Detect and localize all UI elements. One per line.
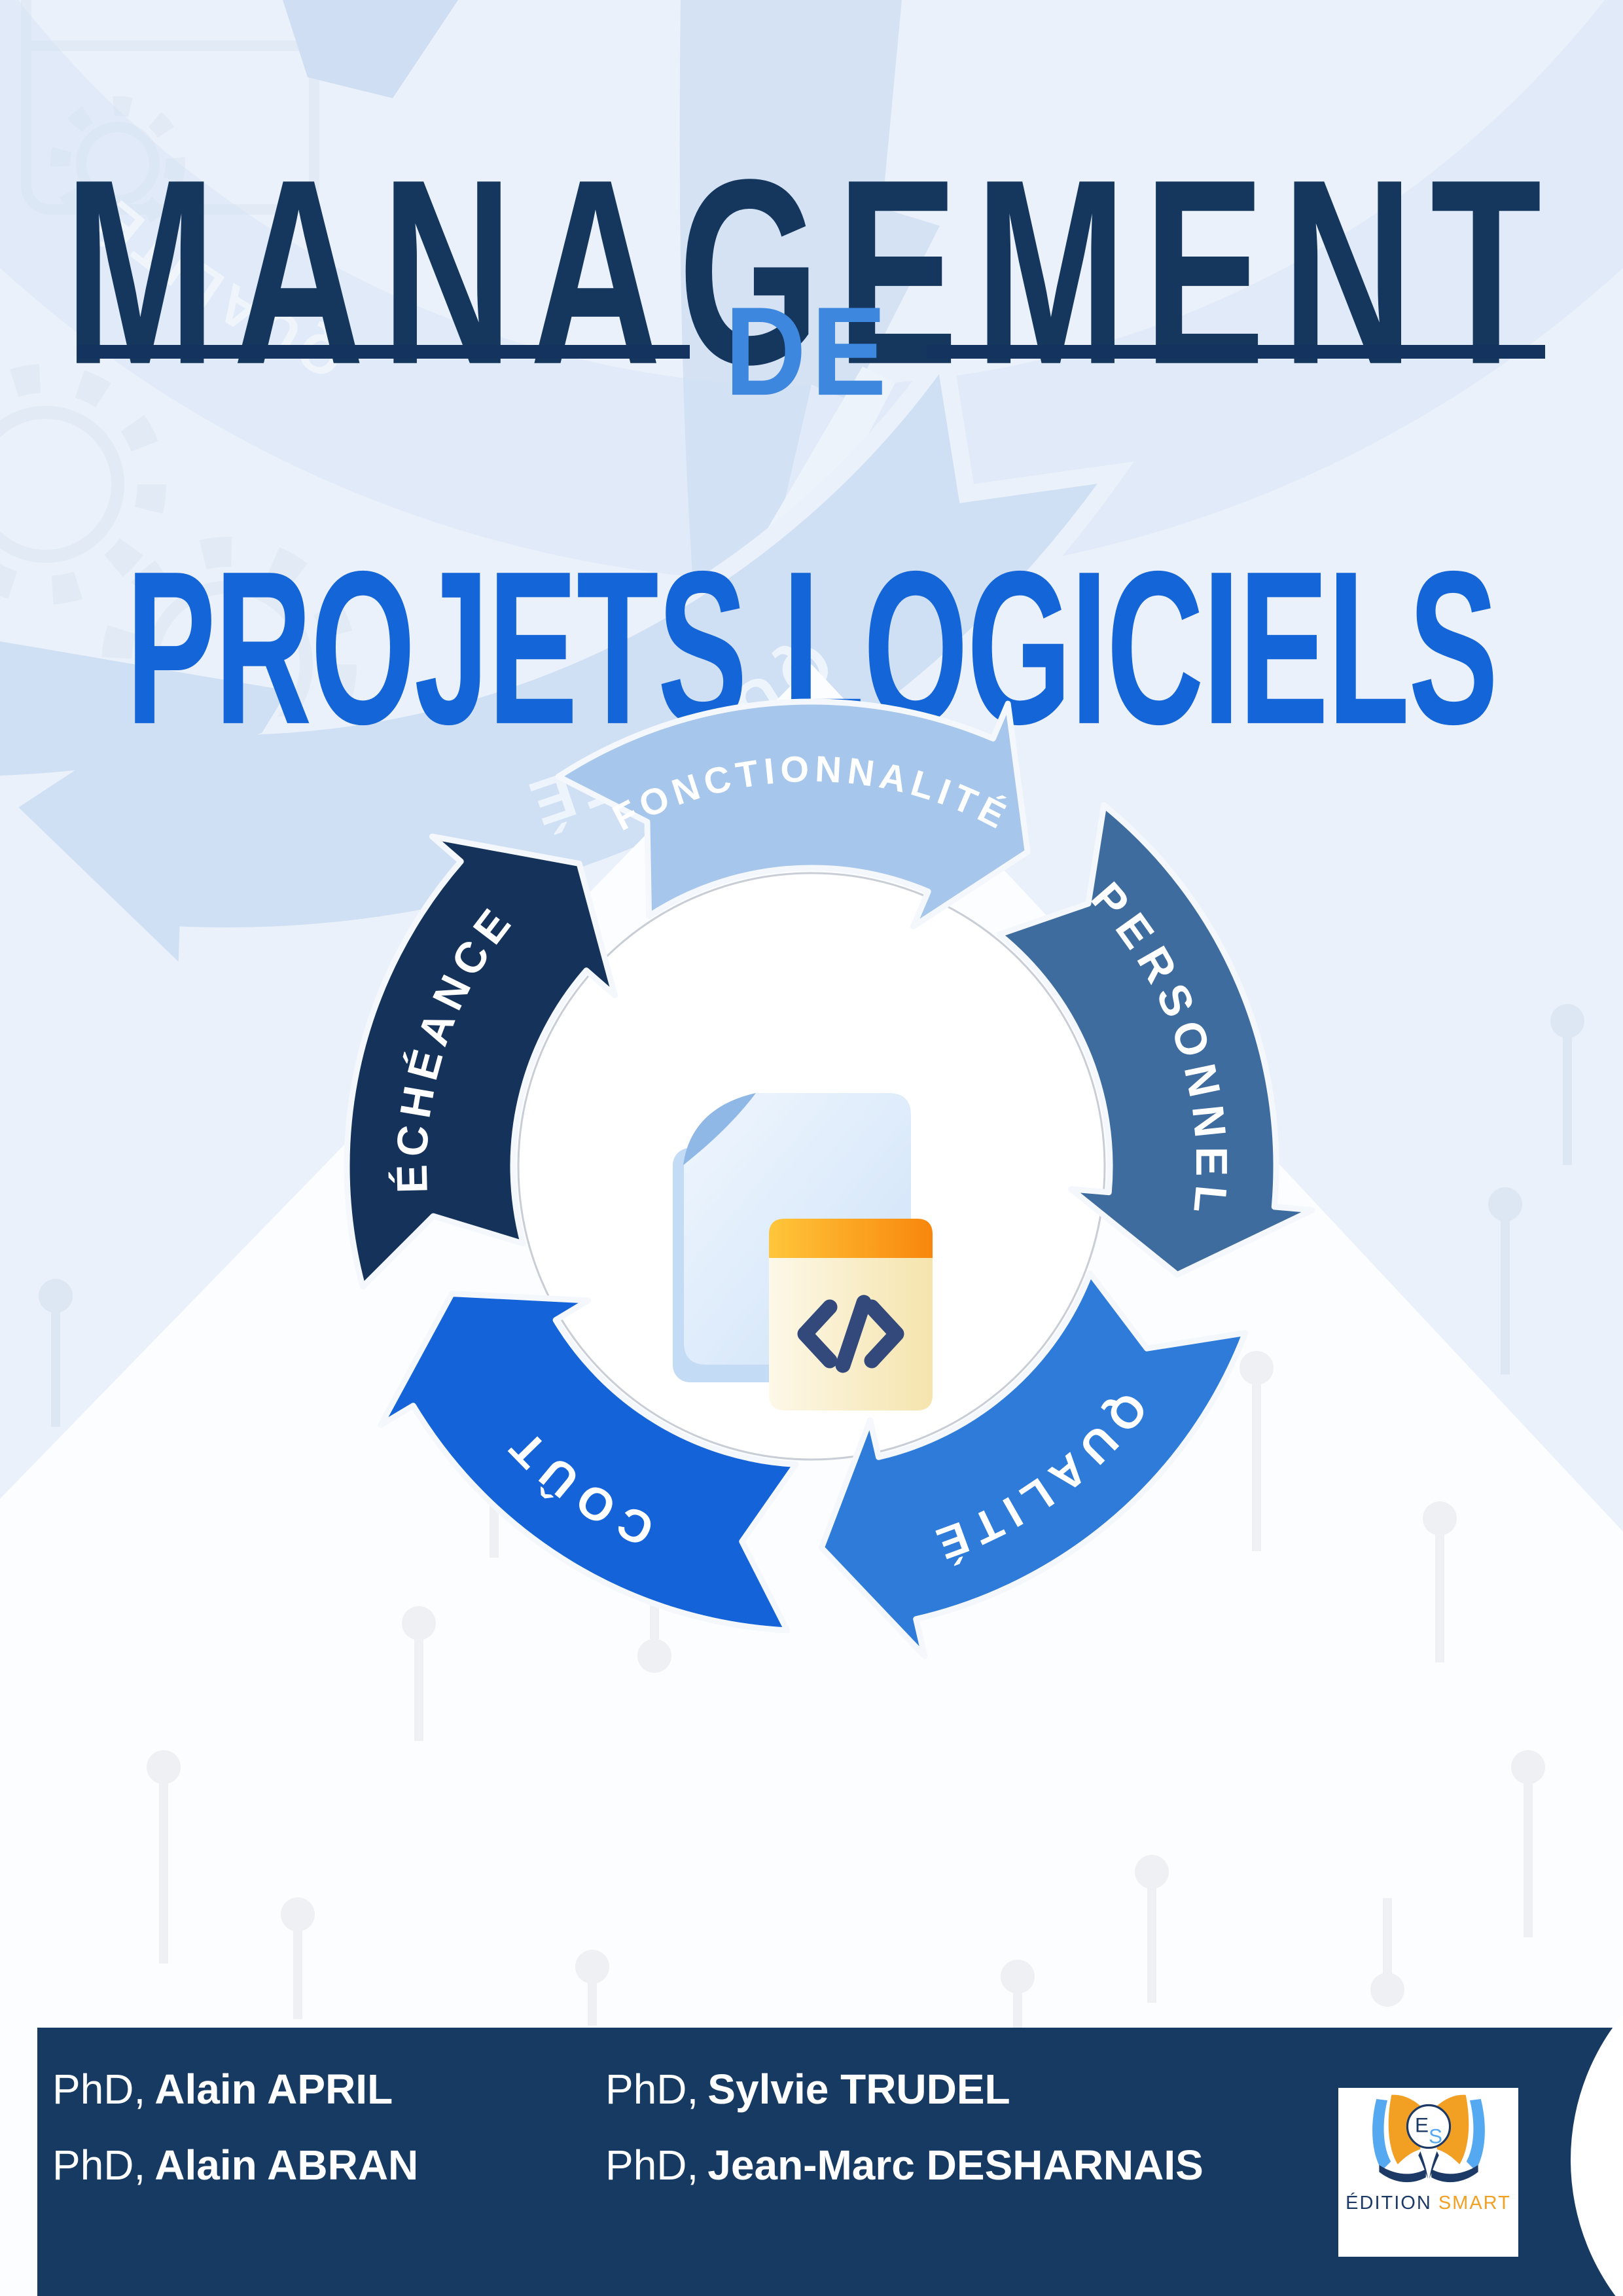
author-prefix: PhD,	[605, 2142, 699, 2189]
author-entry: PhD,Alain APRIL	[52, 2068, 605, 2110]
open-book-icon: E S	[1372, 2094, 1485, 2183]
segment-fonctionnalite	[555, 698, 1031, 930]
segment-cout	[378, 1291, 799, 1634]
background-mountain	[0, 664, 1623, 2296]
publisher-name-accent: SMART	[1438, 2193, 1511, 2214]
connector-word: DE	[724, 281, 892, 422]
connector-row: DE	[0, 289, 1623, 414]
segment-echeance	[344, 833, 618, 1290]
arrow-ring	[344, 698, 1315, 1659]
publisher-name: ÉDITION SMART	[1346, 2193, 1511, 2214]
author-entry: PhD,Jean-Marc DESHARNAIS	[605, 2144, 1204, 2186]
segment-personnel	[996, 802, 1315, 1278]
page-title: MANAGEMENT	[64, 124, 1559, 420]
circuit-pattern	[39, 1004, 1584, 2029]
author-prefix: PhD,	[605, 2066, 699, 2113]
author-prefix: PhD,	[52, 2066, 146, 2113]
cycle-diagram: FONCTIONNALITÉ PERSONNEL QUALITÉ COÛT ÉC…	[344, 698, 1315, 1659]
author-name: Sylvie TRUDEL	[707, 2066, 1010, 2113]
rule-line-left	[77, 344, 690, 359]
code-glyph	[797, 1295, 904, 1373]
author-entry: PhD,Alain ABRAN	[52, 2144, 605, 2186]
author-name: Jean-Marc DESHARNAIS	[707, 2142, 1204, 2189]
author-name: Alain ABRAN	[154, 2142, 419, 2189]
author-prefix: PhD,	[52, 2142, 146, 2189]
code-window-header	[769, 1219, 933, 1258]
rule-line-right	[927, 344, 1546, 359]
publisher-name-primary: ÉDITION	[1346, 2193, 1432, 2214]
author-name: Alain APRIL	[154, 2066, 393, 2113]
monogram-s: S	[1429, 2124, 1442, 2147]
code-document-icon	[673, 1093, 933, 1410]
monogram-e: E	[1415, 2113, 1429, 2136]
authors-list: PhD,Alain APRIL PhD,Sylvie TRUDEL PhD,Al…	[52, 2068, 1204, 2186]
footer-bar: PhD,Alain APRIL PhD,Sylvie TRUDEL PhD,Al…	[37, 2028, 1623, 2296]
segment-qualite	[818, 1270, 1249, 1659]
publisher-logo: E S ÉDITION SMART	[1338, 2088, 1518, 2257]
author-entry: PhD,Sylvie TRUDEL	[605, 2068, 1204, 2110]
document-fold-corner	[683, 1093, 756, 1165]
